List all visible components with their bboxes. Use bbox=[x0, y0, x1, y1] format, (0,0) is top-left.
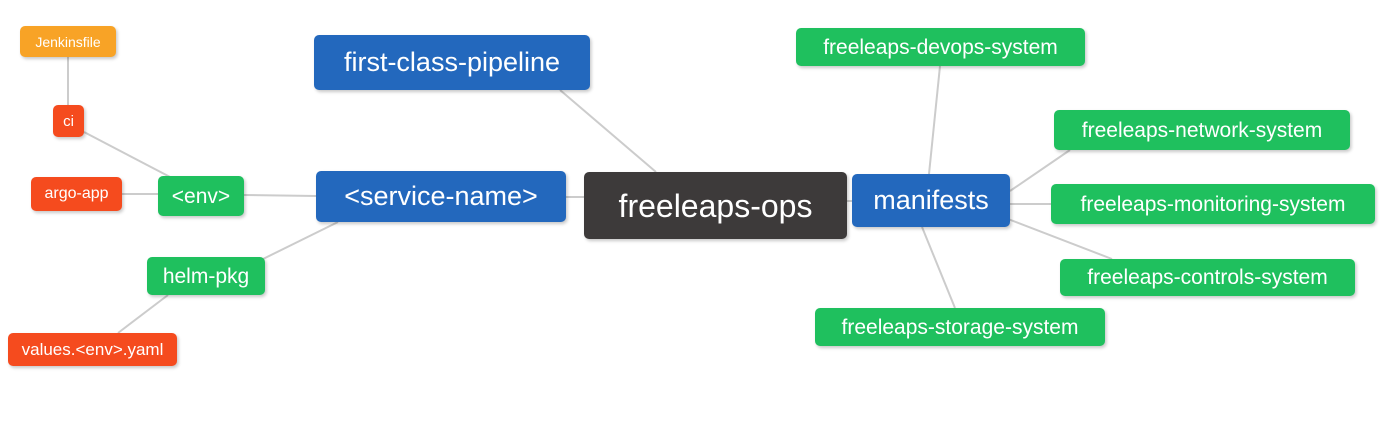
node-argo-app[interactable]: argo-app bbox=[31, 177, 122, 211]
edge-env-service-name bbox=[243, 194, 317, 197]
edge-ci-env bbox=[83, 131, 173, 179]
node-freeleaps-devops-system[interactable]: freeleaps-devops-system bbox=[796, 28, 1085, 66]
edge-service-name-helm-pkg bbox=[262, 221, 339, 260]
edge-manifests-devops bbox=[928, 65, 941, 175]
node-jenkinsfile[interactable]: Jenkinsfile bbox=[20, 26, 116, 57]
node-env[interactable]: <env> bbox=[158, 176, 244, 216]
node-freeleaps-ops[interactable]: freeleaps-ops bbox=[584, 172, 847, 239]
node-service-name[interactable]: <service-name> bbox=[316, 171, 566, 222]
node-ci[interactable]: ci bbox=[53, 105, 84, 137]
node-values-env-yaml[interactable]: values.<env>.yaml bbox=[8, 333, 177, 366]
node-freeleaps-storage-system[interactable]: freeleaps-storage-system bbox=[815, 308, 1105, 346]
edge-manifests-controls bbox=[1007, 218, 1113, 260]
node-first-class-pipeline[interactable]: first-class-pipeline bbox=[314, 35, 590, 90]
node-manifests[interactable]: manifests bbox=[852, 174, 1010, 227]
node-freeleaps-controls-system[interactable]: freeleaps-controls-system bbox=[1060, 259, 1355, 296]
node-freeleaps-network-system[interactable]: freeleaps-network-system bbox=[1054, 110, 1350, 150]
edge-manifests-storage bbox=[921, 226, 956, 309]
node-helm-pkg[interactable]: helm-pkg bbox=[147, 257, 265, 295]
edge-pipeline-root bbox=[559, 89, 657, 173]
edge-helm-pkg-values bbox=[117, 294, 169, 334]
node-freeleaps-monitoring-system[interactable]: freeleaps-monitoring-system bbox=[1051, 184, 1375, 224]
edge-manifests-network bbox=[1009, 149, 1071, 192]
